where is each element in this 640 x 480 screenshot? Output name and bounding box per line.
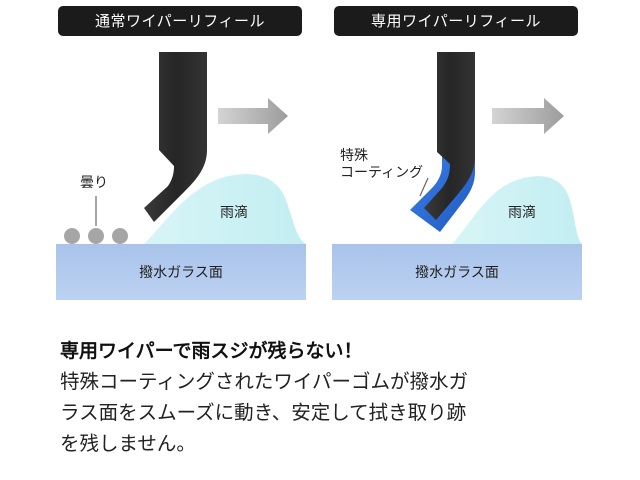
dedicated-refill-title: 専用ワイパーリフィール	[334, 6, 578, 36]
dedicated-refill-scene	[332, 0, 582, 305]
fog-label: 曇り	[80, 175, 108, 191]
caption-body-line: ラス面をスムーズに動き、安定して拭き取り跡	[60, 401, 467, 424]
raindrop-shape	[144, 174, 306, 244]
glass-label: 撥水ガラス面	[139, 265, 223, 281]
panel-dedicated-refill: 専用ワイパーリフィール 特殊 コーティング 雨滴 撥水ガラス面	[332, 0, 582, 305]
fog-droplet	[112, 228, 128, 244]
description-caption: 専用ワイパーで雨スジが残らない！ 特殊コーティングされたワイパーゴムが撥水ガ ラ…	[60, 336, 600, 459]
coating-label-line2: コーティング	[340, 165, 424, 181]
water-repellent-glass	[332, 244, 582, 300]
fog-droplet	[64, 228, 80, 244]
caption-headline: 専用ワイパーで雨スジが残らない！	[60, 340, 363, 362]
water-repellent-glass	[56, 244, 306, 300]
wipe-direction-arrow	[492, 98, 564, 134]
caption-body-line: 特殊コーティングされたワイパーゴムが撥水ガ	[60, 370, 468, 393]
glass-label: 撥水ガラス面	[415, 265, 499, 281]
wiper-blade	[144, 52, 207, 222]
coating-label-line1: 特殊	[340, 148, 368, 164]
wipe-direction-arrow	[218, 98, 288, 134]
panel-standard-refill: 通常ワイパーリフィール 曇り 雨滴 撥水ガラス面	[56, 0, 306, 305]
raindrop-label: 雨滴	[508, 205, 536, 221]
standard-refill-title: 通常ワイパーリフィール	[58, 6, 302, 36]
wiper-blade	[424, 52, 475, 220]
coating-pointer-line	[419, 177, 429, 197]
raindrop-shape	[452, 176, 582, 244]
caption-body-line: を残しません。	[60, 432, 196, 455]
fog-droplet	[88, 228, 104, 244]
raindrop-label: 雨滴	[220, 205, 248, 221]
standard-refill-scene	[56, 0, 306, 305]
